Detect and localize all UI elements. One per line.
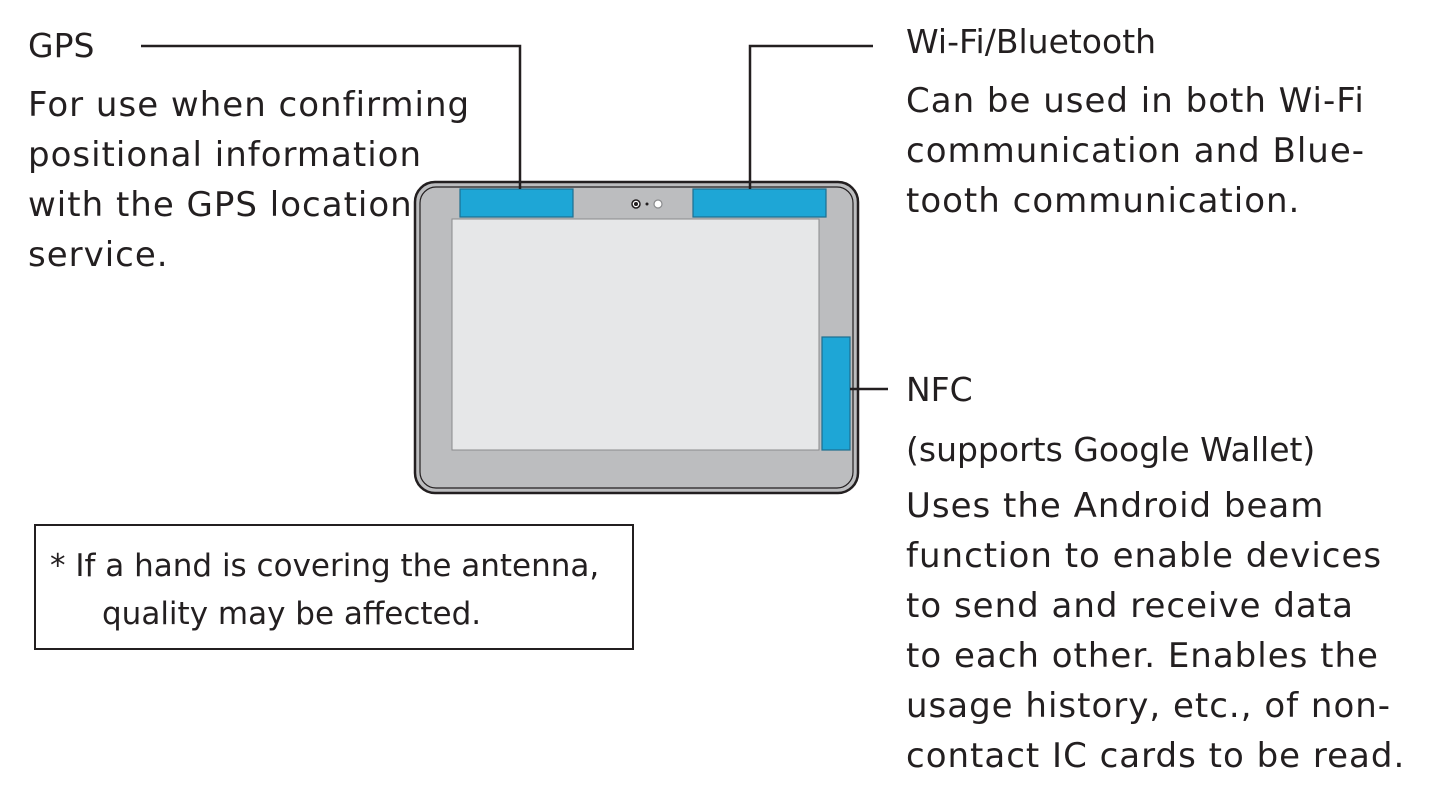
- nfc-description-line: to each other. Enables the: [906, 636, 1379, 676]
- gps-description: For use when confirming positional infor…: [28, 80, 470, 280]
- nfc-antenna-area: [821, 336, 851, 451]
- nfc-description-line: contact IC cards to be read.: [906, 736, 1406, 776]
- gps-description-line: with the GPS location: [28, 185, 413, 225]
- gps-title: GPS: [28, 26, 95, 65]
- nfc-description: Uses the Android beam function to enable…: [906, 481, 1405, 781]
- wifi-description-line: communication and Blue-: [906, 131, 1366, 171]
- tablet-screen: [451, 218, 820, 451]
- gps-description-line: positional information: [28, 135, 422, 175]
- nfc-description-line: usage history, etc., of non-: [906, 686, 1392, 726]
- note-line-1: * If a hand is covering the antenna,: [50, 548, 600, 584]
- wifi-bluetooth-antenna-area: [692, 188, 827, 218]
- note-line-2: quality may be affected.: [102, 596, 482, 632]
- wifi-description-line: tooth communication.: [906, 181, 1301, 221]
- wifi-bluetooth-description: Can be used in both Wi-Fi communication …: [906, 76, 1365, 226]
- wifi-leader-line: [748, 44, 873, 189]
- indicator-dot-icon: [645, 202, 649, 206]
- wifi-bluetooth-title: Wi-Fi/Bluetooth: [906, 22, 1157, 61]
- tablet-inner-edge: [419, 186, 854, 489]
- gps-description-line: service.: [28, 235, 169, 275]
- antenna-note-box: * If a hand is covering the antenna, qua…: [34, 524, 634, 650]
- nfc-title: NFC: [906, 370, 973, 409]
- nfc-description-line: Uses the Android beam: [906, 486, 1325, 526]
- nfc-subtitle: (supports Google Wallet): [906, 430, 1316, 469]
- gps-antenna-area: [459, 188, 574, 218]
- gps-leader-line: [141, 44, 522, 189]
- nfc-description-line: function to enable devices: [906, 536, 1383, 576]
- gps-description-line: For use when confirming: [28, 85, 471, 125]
- camera-lens-icon: [631, 199, 641, 209]
- sensor-icon: [653, 199, 663, 209]
- wifi-description-line: Can be used in both Wi-Fi: [906, 81, 1365, 121]
- nfc-description-line: to send and receive data: [906, 586, 1354, 626]
